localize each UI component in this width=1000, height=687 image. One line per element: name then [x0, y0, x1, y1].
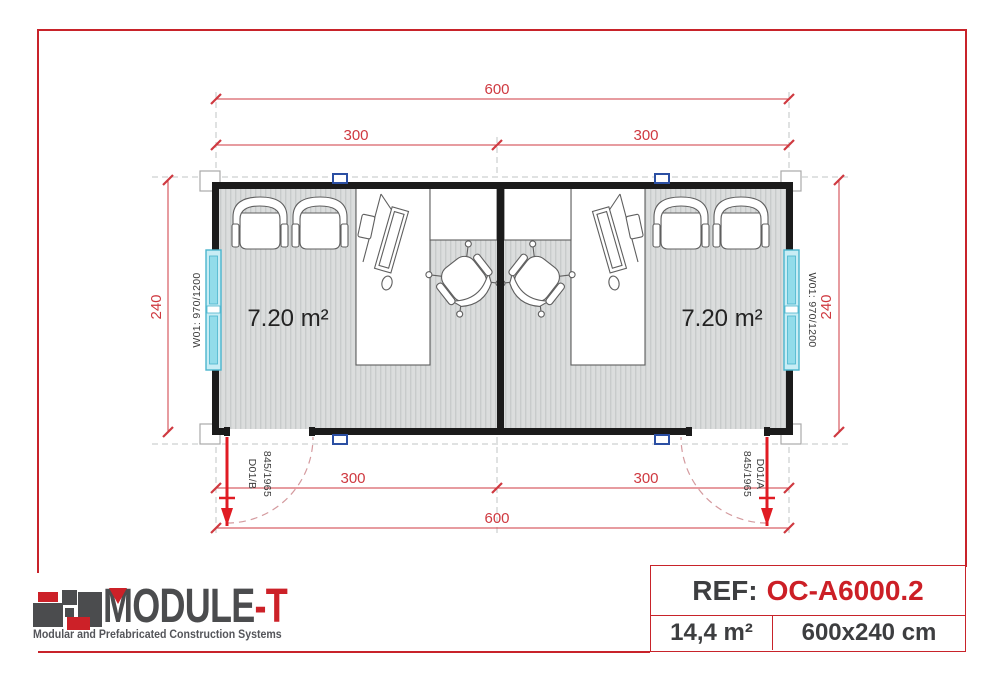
dim-bottom-right: 300: [633, 470, 658, 487]
door-right: [680, 436, 775, 526]
frame-top-border: [37, 29, 967, 31]
cabinet: [429, 187, 498, 241]
guest-chair: [712, 196, 770, 250]
door-jamb: [309, 427, 315, 436]
logo-m-wedge-icon: [109, 588, 127, 604]
extension-lines: [152, 92, 852, 533]
titleblock-divider-line: [38, 651, 650, 653]
frame-right-border: [965, 29, 967, 567]
window-right: [783, 249, 800, 371]
door-right-size-label: 845/1965: [741, 451, 753, 497]
module-t-logo-icon: [33, 588, 103, 630]
door-left-code-label: D01/B: [246, 459, 258, 490]
window-left: [205, 249, 222, 371]
cabinet: [503, 187, 572, 241]
door-left: [219, 436, 314, 526]
window-right-label: W01: 970/1200: [806, 272, 818, 347]
dimension-lines: 600 300 300 300 300 600 240 240: [148, 81, 845, 534]
door-right-code-label: D01/A: [754, 459, 766, 490]
door-left-size-label: 845/1965: [261, 451, 273, 497]
logo-tagline: Modular and Prefabricated Construction S…: [33, 629, 282, 641]
frame-left-border: [37, 29, 39, 573]
clip-icon: [332, 173, 348, 184]
room-right-area-label: 7.20 m²: [681, 305, 762, 332]
door-jamb: [686, 427, 692, 436]
dimension-ticks: [162, 93, 845, 534]
clip-icon: [332, 434, 348, 445]
clip-icon: [654, 173, 670, 184]
total-area-cell: 14,4 m²: [651, 616, 773, 650]
guest-chair: [291, 196, 349, 250]
desk-with-computer: [570, 187, 646, 366]
ref-label: REF:: [692, 574, 758, 606]
dim-bottom-total: 600: [484, 510, 509, 527]
module-t-wordmark: MODULE-T: [103, 580, 288, 633]
dim-top-total: 600: [484, 81, 509, 98]
room-right-furniture: [497, 187, 770, 366]
overall-size-cell: 600x240 cm: [801, 619, 937, 646]
wall-clips: [332, 173, 670, 445]
ref-value: OC-A6000.2: [766, 574, 924, 606]
dim-bottom-left: 300: [340, 470, 365, 487]
spec-row: 14,4 m² 600x240 cm: [651, 615, 965, 650]
reference-row: REF: OC-A6000.2: [651, 566, 965, 615]
dim-top-left: 300: [343, 127, 368, 144]
reference-box: REF: OC-A6000.2 14,4 m² 600x240 cm: [650, 565, 966, 652]
walls: [212, 182, 793, 436]
dim-side-left: 240: [148, 294, 165, 319]
guest-chair: [652, 196, 710, 250]
dim-side-right: 240: [818, 294, 835, 319]
dim-top-right: 300: [633, 127, 658, 144]
window-left-label: W01: 970/1200: [191, 272, 203, 347]
door-jamb: [764, 427, 770, 436]
floor-plan-drawing: 600 300 300 300 300 600 240 240: [148, 81, 852, 534]
clip-icon: [654, 434, 670, 445]
guest-chair: [231, 196, 289, 250]
room-left-furniture: [231, 187, 504, 366]
door-jamb: [224, 427, 230, 436]
desk-with-computer: [355, 187, 431, 366]
room-left-area-label: 7.20 m²: [247, 305, 328, 332]
